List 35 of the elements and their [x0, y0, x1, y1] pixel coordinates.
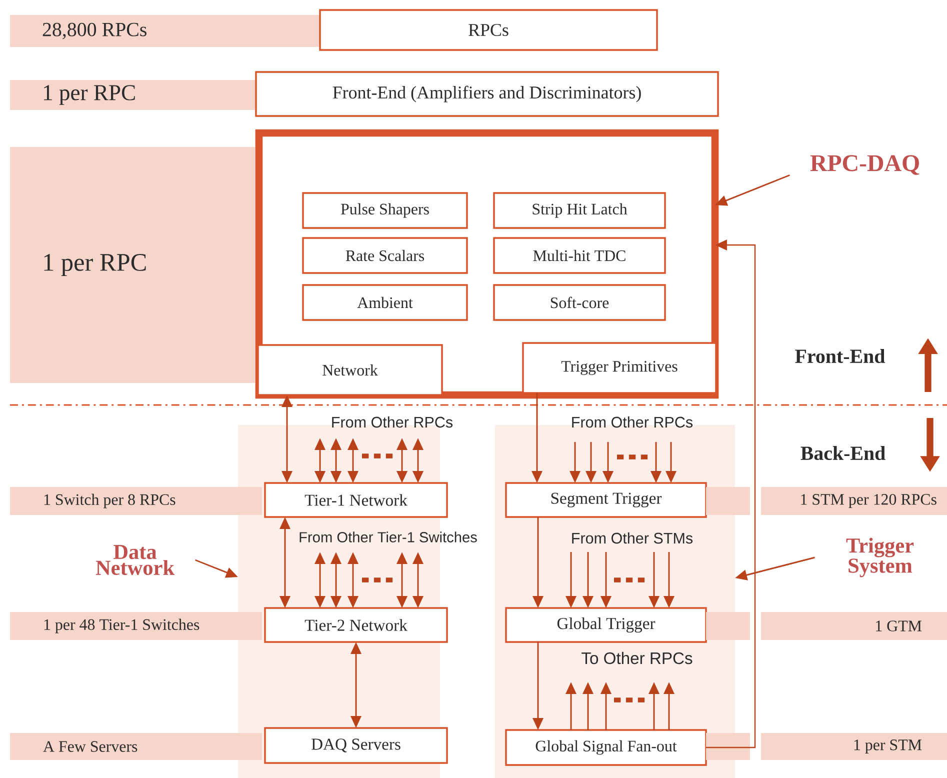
process-box: Rate Scalars	[302, 237, 468, 274]
count-band: 1 per RPC	[10, 147, 256, 384]
process-box: Ambient	[302, 284, 468, 321]
process-box: Tier-2 Network	[264, 607, 448, 643]
arrow-group-label: From Other RPCs	[572, 416, 693, 428]
process-box: Global Signal Fan-out	[505, 729, 707, 766]
count-band: 1 GTM	[761, 612, 947, 640]
process-box: Strip Hit Latch	[493, 192, 666, 229]
process-box: Segment Trigger	[505, 482, 707, 518]
process-box: Global Trigger	[505, 607, 707, 643]
process-box: Trigger Primitives	[522, 342, 717, 394]
process-box: DAQ Servers	[264, 727, 448, 764]
process-box: Network	[257, 344, 443, 396]
process-box: Front-End (Amplifiers and Discriminators)	[255, 71, 719, 117]
arrow-group-label: From Other Tier-1 Switches	[300, 532, 477, 542]
arrow	[706, 240, 756, 748]
process-box: Pulse Shapers	[302, 192, 468, 229]
process-box: Soft-core	[493, 284, 666, 321]
count-band: 28,800 RPCs	[10, 15, 320, 47]
count-band: 1 Switch per 8 RPCs	[10, 487, 262, 515]
arrow-group-label: From Other STMs	[572, 532, 693, 544]
section-title: Data Network	[96, 544, 175, 576]
count-band: A Few Servers	[10, 733, 262, 760]
section-title: Trigger System	[846, 538, 914, 578]
count-band: 1 per STM	[761, 733, 947, 760]
section-title: RPC-DAQ	[810, 155, 920, 175]
arrow-group-label: From Other RPCs	[332, 416, 453, 428]
process-box: Tier-1 Network	[264, 482, 448, 518]
count-band: 1 STM per 120 RPCs	[761, 487, 947, 515]
count-band: 1 per RPC	[10, 80, 256, 110]
side-label: Front-End	[795, 349, 885, 363]
process-box: RPCs	[319, 9, 658, 51]
side-label: Back-End	[800, 446, 886, 460]
count-band: 1 per 48 Tier-1 Switches	[10, 612, 262, 640]
process-box: Multi-hit TDC	[493, 237, 666, 274]
